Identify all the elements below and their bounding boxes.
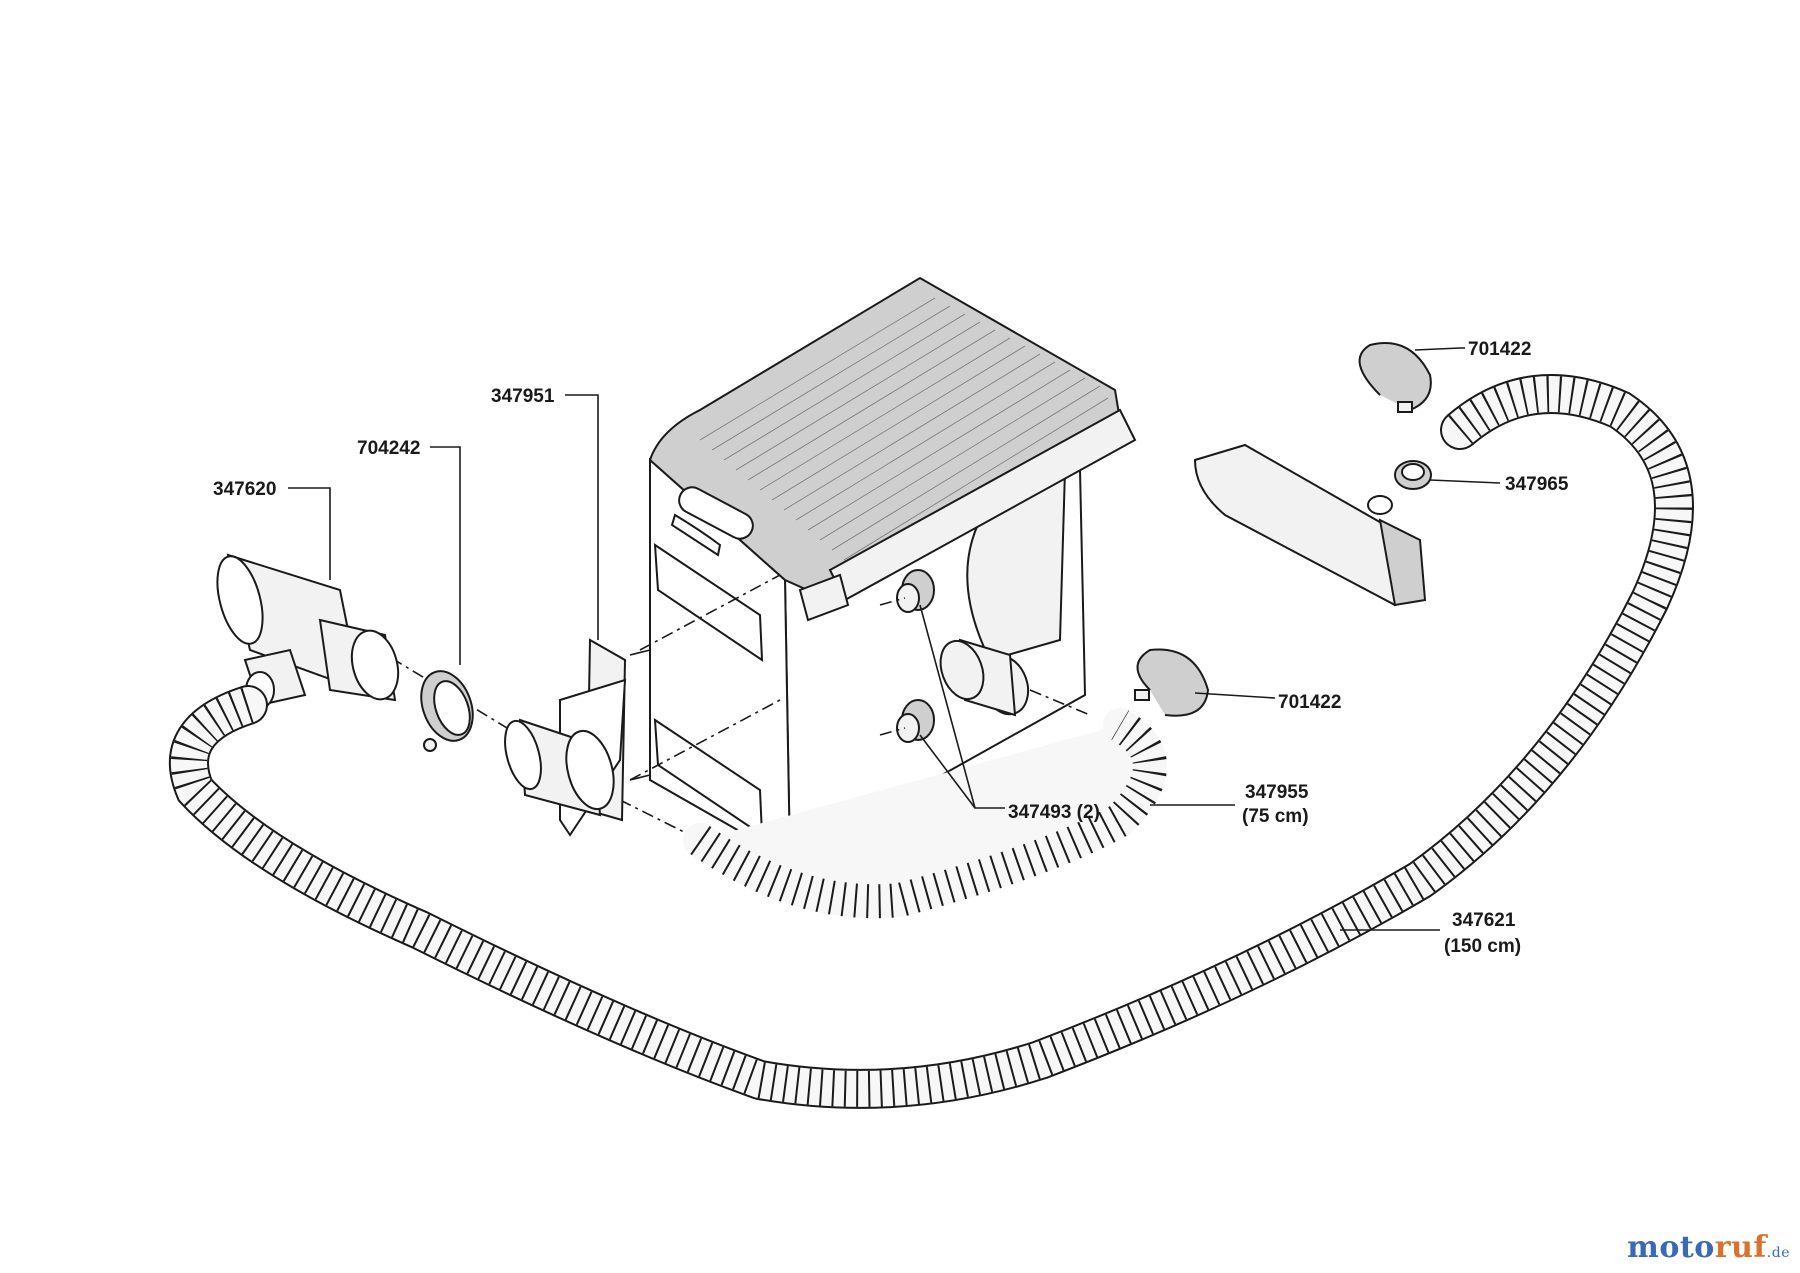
label-704242: 704242	[357, 438, 420, 459]
table-ribs	[699, 297, 1109, 561]
hose-347955	[683, 708, 1167, 919]
part-labels: 347620 704242 347951 701422 347965 70142…	[213, 339, 1569, 957]
label-347621-length: (150 cm)	[1444, 936, 1521, 957]
hose-347621	[168, 374, 1694, 1109]
label-347965: 347965	[1505, 474, 1569, 495]
hose-clamp-mid	[1134, 648, 1210, 717]
y-adapter-347620	[216, 553, 400, 709]
watermark-part3: .de	[1766, 1245, 1790, 1261]
blade-guard	[1193, 443, 1427, 607]
label-347621: 347621	[1452, 910, 1516, 931]
knob-lower	[896, 699, 935, 743]
label-347493: 347493 (2)	[1008, 802, 1100, 823]
watermark-logo: motoruf.de	[1627, 1230, 1790, 1265]
saw-housing	[648, 276, 1137, 862]
hose-clamp-top	[1358, 342, 1432, 413]
label-347955: 347955	[1245, 782, 1309, 803]
clamp-704242	[420, 670, 474, 752]
connector-347965	[1394, 460, 1432, 490]
watermark-part1: moto	[1627, 1230, 1715, 1265]
label-701422-top: 701422	[1468, 339, 1531, 360]
knob-upper	[896, 569, 935, 613]
watermark-part2: ruf	[1714, 1230, 1767, 1265]
label-347955-length: (75 cm)	[1242, 806, 1309, 827]
leader-lines	[288, 347, 1501, 931]
label-347951: 347951	[491, 386, 555, 407]
label-701422-mid: 701422	[1278, 692, 1341, 713]
dust-port-347951	[504, 638, 651, 837]
label-347620: 347620	[213, 479, 276, 500]
